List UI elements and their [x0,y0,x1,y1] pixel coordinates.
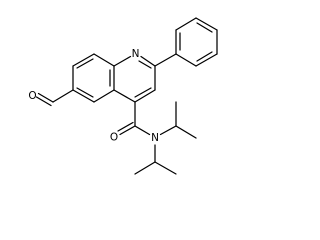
bond-c2-phenyl [154,53,177,67]
bond-n-ipr1 [159,125,177,136]
bond-cho-o-1 [37,92,54,103]
bond-c8a-n1 [113,55,132,67]
amide-group [117,101,151,136]
double-bond-n1-c2 [138,60,152,69]
atom-label-formyl-oxygen: O [28,90,36,102]
bond-c6-cho [52,89,74,103]
double-bond-ph5-ph6 [196,51,213,62]
double-bond-c7-c8 [76,58,94,69]
bond-c7-c8 [72,53,95,67]
double-bond-c3-c4 [134,87,152,98]
bond-camide-o-2 [117,121,134,132]
bond-c4-c4a [113,89,136,103]
bond-camide-o-1 [119,125,136,136]
bond-ipr2-me1 [134,161,156,175]
bond-c3-c4 [134,89,156,103]
atom-label-amide-oxygen: O [110,132,118,144]
bond-ipr2-me2 [154,161,177,175]
bond-c5-c6 [72,89,95,103]
atom-label-amide-nitrogen: N [151,132,159,144]
bond-camide-n [134,125,151,136]
pyridine-ring [113,55,156,103]
benzo-ring [72,53,115,103]
bond-ipr1-me2 [175,125,197,139]
bond-ph6-ph1 [175,53,197,67]
bond-ph5-ph6 [195,53,218,67]
bond-c8-c8a [93,53,115,67]
isopropyl-groups [134,101,197,175]
atom-label-quinoline-nitrogen: N [132,48,140,60]
bond-n1-c2 [140,55,156,67]
phenyl-ring [154,17,218,67]
double-bond-ph3-ph4 [196,22,213,33]
bond-ph2-ph3 [175,17,197,31]
bond-ph3-ph4 [195,17,218,31]
formyl-group [35,89,74,107]
chemical-structure: O N O N [28,17,218,175]
bond-c4a-c5 [93,89,115,103]
double-bond-c5-c6 [76,87,94,98]
bond-cho-o-2 [35,96,52,107]
